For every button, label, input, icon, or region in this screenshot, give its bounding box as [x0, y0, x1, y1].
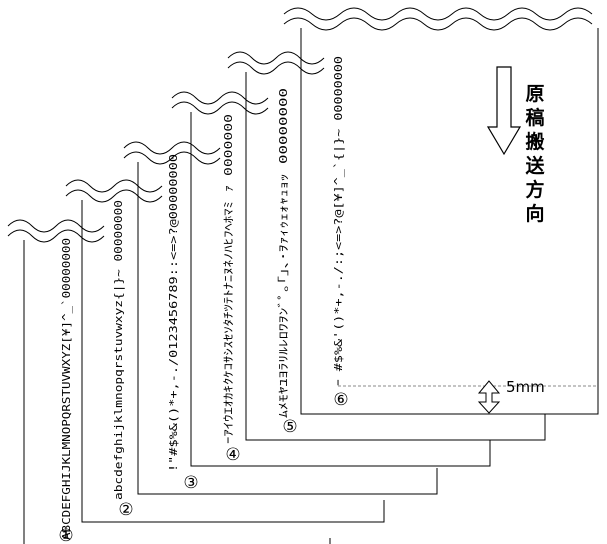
feed-direction-arrow-icon [486, 66, 522, 156]
sheet-4-marker: ④ [225, 445, 240, 465]
feed-direction-char: 送 [525, 154, 545, 177]
sheet-5 [227, 51, 546, 441]
sheet-4-characters: ｰｱｲｳｴｵｶｷｸｹｺｻｼｽｾｿﾀﾁﾂﾃﾄﾅﾆﾇﾈﾉﾊﾋﾌﾍﾎﾏﾐ ｧ 0000… [222, 114, 235, 444]
feed-direction-char: 搬 [525, 130, 544, 153]
feed-direction-char: 方 [525, 178, 544, 201]
sheet-3-characters: !"#$%&()*+,-./0123456789::<=>?@00000000 [167, 154, 180, 472]
sheet-3 [123, 141, 438, 495]
sheet-5-characters: ﾑﾒﾓﾔﾕﾖﾗﾘﾙﾚﾛﾜｦﾝﾞﾟ｡｢｣､･ｦｧｨｩｪｫｬｭｮｯ 00000000 [277, 88, 290, 418]
sheet-2-marker: ② [118, 500, 133, 520]
feed-direction-char: 稿 [525, 106, 544, 129]
sheet-4 [171, 91, 491, 467]
sheet-6 [283, 7, 599, 415]
feed-direction-char: 向 [525, 202, 544, 225]
feed-direction-char: 原 [525, 83, 544, 105]
five-mm-dimension: 5mm [338, 378, 596, 414]
sheet-6-characters: ｰ #$%&'()*+,-./:;<=>?@[¥]^_`{|}~ 0000000… [332, 56, 345, 386]
sheet-1-characters: ABCDEFGHIJKLMNOPQRSTUVWXYZ[¥]^_`00000000 [60, 238, 73, 540]
sheet-5-marker: ⑤ [282, 417, 297, 437]
sheet-1 [7, 219, 331, 544]
double-arrow-icon [477, 380, 501, 414]
dimension-label: 5mm [506, 378, 545, 396]
sheet-2-characters: abcdefghijklmnopqrstuvwxyz{|}~ 00000000 [112, 200, 125, 500]
sheet-2 [65, 179, 385, 523]
sheet-3-marker: ③ [183, 473, 198, 493]
sheet-1-marker: ① [58, 526, 73, 544]
sheet-6-marker: ⑥ [333, 390, 348, 410]
